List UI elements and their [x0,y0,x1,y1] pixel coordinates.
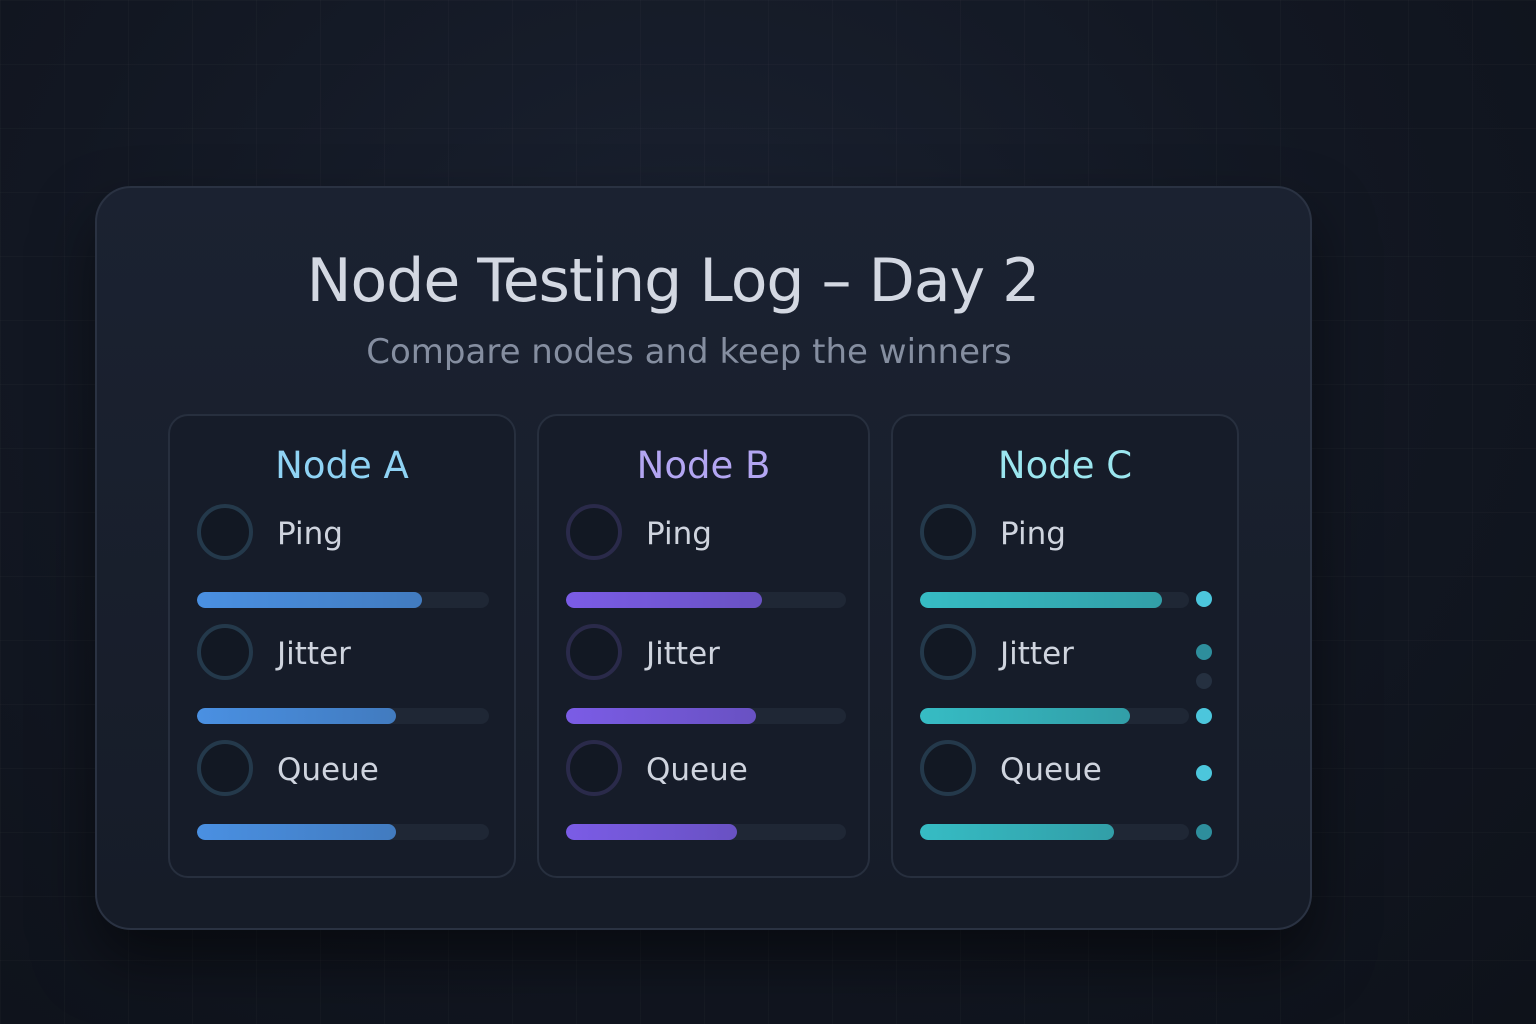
metric-label: Ping [1000,516,1066,552]
metric-label: Ping [277,516,343,552]
metric-progress-fill [566,824,737,840]
node-title: Node A [275,444,409,487]
metric-progress-fill [197,592,422,608]
metric-ring-icon [566,740,622,796]
metric-progress-fill [920,592,1163,608]
node-title: Node B [636,444,771,487]
metric-ring-icon [920,740,976,796]
metric-progress-bar [920,824,1189,840]
status-dot-icon [1196,708,1212,724]
metric-ring-icon [197,624,253,680]
metric-label: Queue [277,752,379,788]
metric-progress-bar [920,592,1189,608]
metric-progress-bar [566,708,846,724]
metric-progress-bar [566,592,846,608]
metric-label: Ping [646,516,712,552]
metric-label: Jitter [1000,636,1074,672]
metric-progress-bar [920,708,1189,724]
metric-progress-fill [197,824,396,840]
status-dot-icon [1196,673,1212,689]
metric-label: Queue [1000,752,1102,788]
metric-progress-fill [920,708,1130,724]
metric-ring-icon [566,624,622,680]
metric-progress-fill [920,824,1114,840]
status-dot-icon [1196,824,1212,840]
metric-progress-fill [197,708,396,724]
metric-progress-fill [566,708,757,724]
metric-progress-bar [197,708,489,724]
metric-progress-bar [566,824,846,840]
metric-label: Jitter [646,636,720,672]
metric-progress-bar [197,824,489,840]
metric-ring-icon [197,504,253,560]
page-subtitle: Compare nodes and keep the winners [366,332,1012,372]
metric-label: Queue [646,752,748,788]
metric-ring-icon [566,504,622,560]
metric-progress-bar [197,592,489,608]
metric-label: Jitter [277,636,351,672]
status-dot-icon [1196,644,1212,660]
metric-ring-icon [197,740,253,796]
page-title: Node Testing Log – Day 2 [306,246,1041,316]
node-title: Node C [997,444,1133,487]
metric-ring-icon [920,624,976,680]
status-dot-icon [1196,765,1212,781]
metric-ring-icon [920,504,976,560]
status-dot-icon [1196,591,1212,607]
metric-progress-fill [566,592,762,608]
